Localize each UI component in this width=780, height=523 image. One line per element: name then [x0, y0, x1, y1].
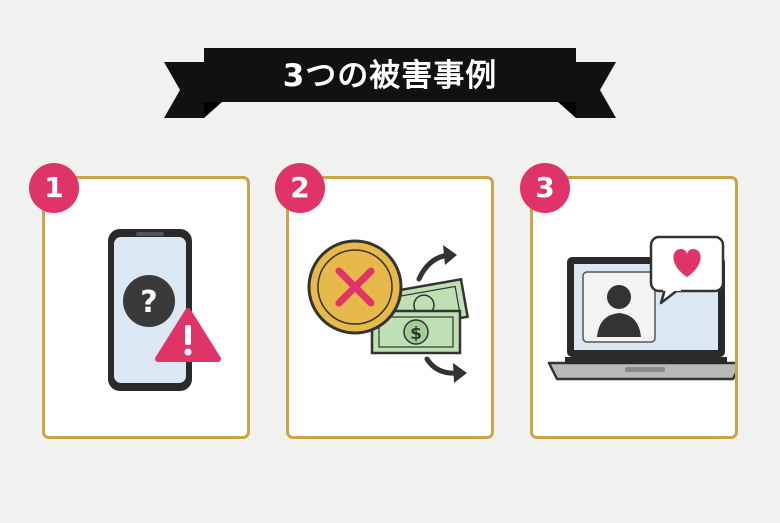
laptop-profile-heart-icon — [547, 235, 735, 381]
svg-text:$: $ — [410, 324, 422, 344]
title-banner: 3つの被害事例 — [164, 44, 616, 124]
case-card-1: ? 1 — [29, 163, 250, 439]
coin-cross-money-flow-icon: $ — [307, 239, 470, 383]
svg-text:?: ? — [140, 285, 157, 320]
case-number-badge: 2 — [275, 163, 325, 213]
case-card-3: 3 — [520, 163, 738, 439]
smartphone-question-warning-icon: ? — [108, 229, 221, 391]
case-number-badge: 1 — [29, 163, 79, 213]
page-title: 3つの被害事例 — [282, 58, 498, 94]
case-card-2: $ 2 — [275, 163, 494, 439]
ribbon-shape — [164, 48, 616, 118]
case-number-badge: 3 — [520, 163, 570, 213]
